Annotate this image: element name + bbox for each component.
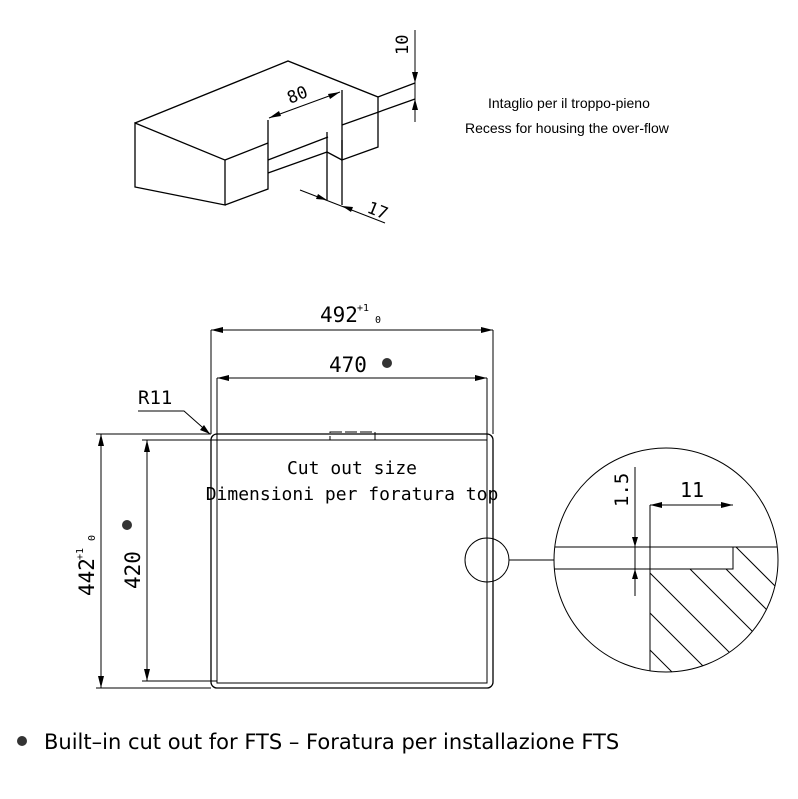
section-face — [134, 122, 226, 206]
fts-bullet-icon — [17, 736, 27, 746]
recess-note-italian: Intaglio per il troppo-pieno — [488, 95, 650, 111]
outer-height-dim: 442 — [75, 558, 99, 596]
depth-dim: 10 — [393, 35, 413, 55]
fts-bullet-icon — [382, 358, 392, 368]
tolerance-plus-v: +1 — [75, 548, 86, 560]
cutout-label-italian: Dimensioni per foratura top — [206, 484, 499, 505]
recess-note-english: Recess for housing the over-flow — [465, 120, 670, 136]
offset-dim: 17 — [364, 198, 390, 224]
tolerance-plus: +1 — [357, 303, 369, 314]
inner-width-dim: 470 — [329, 353, 367, 377]
legend-text: Built–in cut out for FTS – Foratura per … — [44, 730, 619, 754]
outer-cutout — [210, 433, 494, 689]
cutout-label: Cut out size — [287, 458, 417, 479]
thickness-dim: 1.5 — [611, 473, 633, 507]
tolerance-minus: 0 — [375, 315, 381, 326]
outer-width-dim: 492 — [320, 303, 358, 327]
inner-height-dim: 420 — [121, 551, 145, 589]
tolerance-minus-v: 0 — [87, 535, 98, 541]
fts-bullet-icon — [122, 520, 132, 530]
detail-view: 1.5 11 — [553, 447, 779, 673]
radius-label: R11 — [138, 387, 172, 409]
lip-dim: 11 — [680, 478, 704, 502]
cutout-plan: 492 +1 0 470 R11 442 +1 0 420 Cut out si… — [75, 303, 554, 689]
isometric-countertop: 10 80 17 — [134, 30, 418, 224]
width-dim: 80 — [284, 82, 310, 108]
